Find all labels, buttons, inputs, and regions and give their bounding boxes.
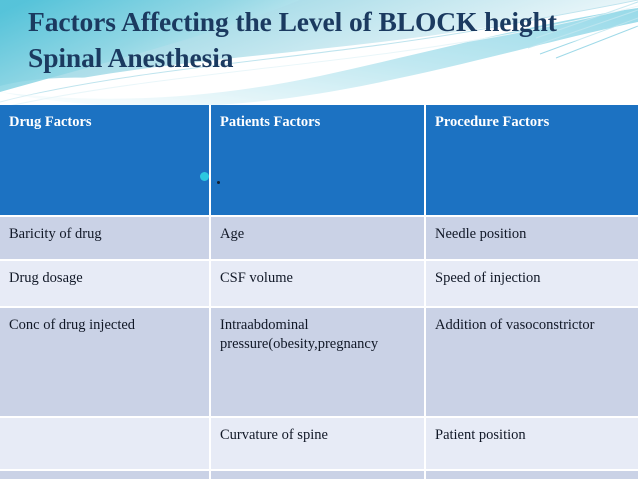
cell-procedure-factor: Fluid currents — [425, 470, 638, 479]
factors-table-container: Drug Factors Patients Factors Procedure … — [0, 105, 638, 479]
cell-patient-factor — [210, 470, 426, 479]
cell-drug-factor — [0, 417, 211, 471]
column-header-procedure-factors: Procedure Factors — [425, 105, 638, 217]
column-header-patients-factors: Patients Factors — [200, 105, 426, 217]
table-header: Drug Factors Patients Factors Procedure … — [0, 105, 638, 217]
cell-drug-factor: Baricity of drug — [0, 216, 211, 261]
table-row: Fluid currents — [0, 470, 638, 479]
cell-procedure-factor: Speed of injection — [425, 260, 638, 308]
table-header-row: Drug Factors Patients Factors Procedure … — [0, 105, 638, 217]
slide-title: Factors Affecting the Level of BLOCK hei… — [28, 6, 571, 73]
cyan-bullet-icon — [200, 172, 209, 181]
period-mark-icon — [217, 181, 220, 184]
cell-patient-factor: Intraabdominal pressure(obesity,pregnanc… — [210, 307, 426, 418]
table-body: Baricity of drug Age Needle position Dru… — [0, 216, 638, 479]
cell-drug-factor — [0, 470, 211, 479]
table-row: Drug dosage CSF volume Speed of injectio… — [0, 260, 638, 308]
table-row: Curvature of spine Patient position — [0, 417, 638, 471]
cell-patient-factor: Age — [210, 216, 426, 261]
cell-procedure-factor: Patient position — [425, 417, 638, 471]
column-header-label: Patients Factors — [220, 114, 321, 130]
column-header-drug-factors: Drug Factors — [0, 105, 211, 217]
cell-drug-factor: Conc of drug injected — [0, 307, 211, 418]
cell-drug-factor: Drug dosage — [0, 260, 211, 308]
cell-patient-factor: CSF volume — [210, 260, 426, 308]
cell-patient-factor: Curvature of spine — [210, 417, 426, 471]
table-row: Conc of drug injected Intraabdominal pre… — [0, 307, 638, 418]
cell-procedure-factor: Addition of vasoconstrictor — [425, 307, 638, 418]
table-row: Baricity of drug Age Needle position — [0, 216, 638, 261]
factors-table: Drug Factors Patients Factors Procedure … — [0, 105, 638, 479]
cell-procedure-factor: Needle position — [425, 216, 638, 261]
